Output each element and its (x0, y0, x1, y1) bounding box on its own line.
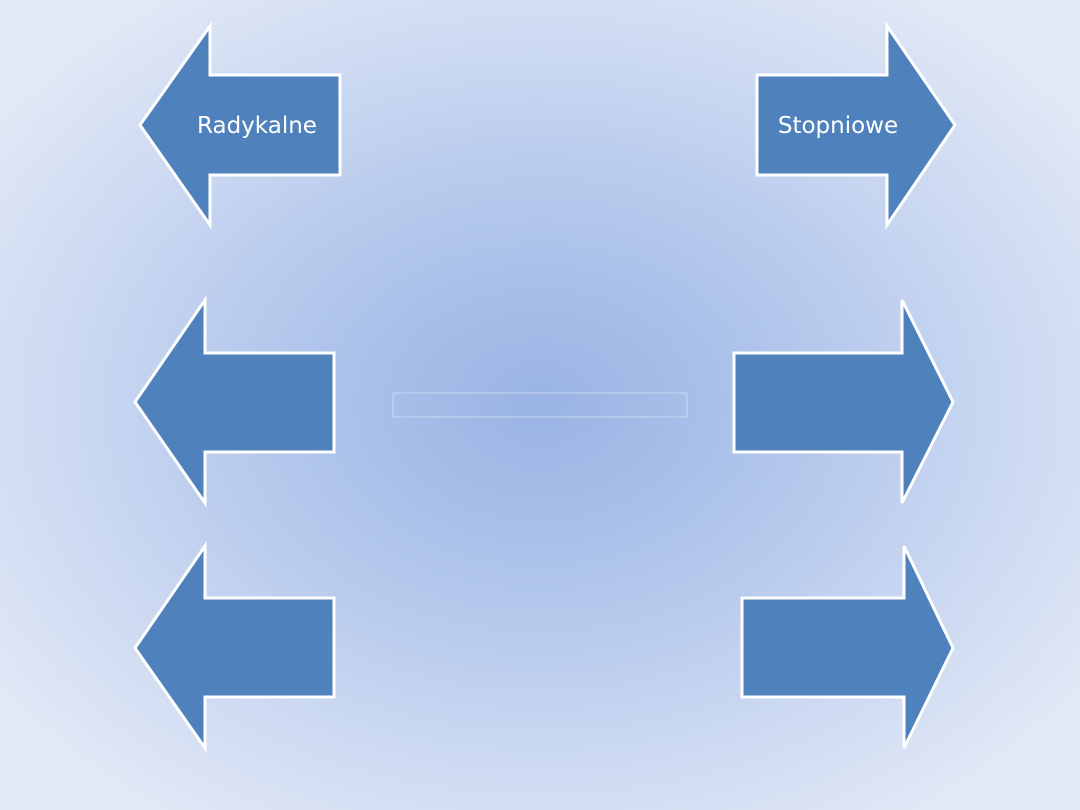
right-arrow-bottom (740, 545, 955, 749)
left-arrow-bottom (133, 541, 336, 753)
label-stopniowe: Stopniowe (778, 113, 898, 139)
left-arrow-middle (133, 295, 336, 508)
label-radykalne: Radykalne (197, 113, 317, 139)
arrow-radykalne: Radykalne (138, 21, 342, 230)
center-frame (392, 392, 688, 418)
right-arrow-middle (732, 299, 955, 504)
arrow-stopniowe: Stopniowe (755, 21, 957, 230)
